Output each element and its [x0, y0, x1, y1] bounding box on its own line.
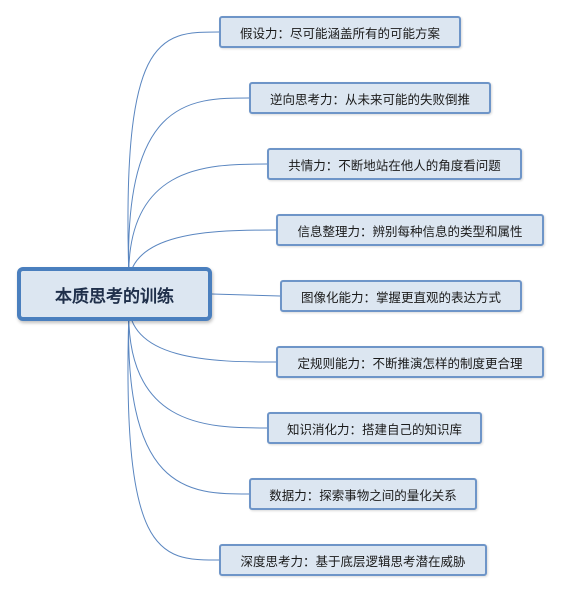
- connector-line: [127, 31, 220, 295]
- connector-line: [128, 293, 250, 495]
- topic-visualization[interactable]: 图像化能力：掌握更直观的表达方式: [280, 280, 522, 312]
- topic-assumption[interactable]: 假设力：尽可能涵盖所有的可能方案: [219, 16, 461, 48]
- connector-line: [128, 163, 268, 295]
- connector-line: [211, 293, 281, 297]
- topic-rule-making[interactable]: 定规则能力：不断推演怎样的制度更合理: [276, 346, 544, 378]
- topic-empathy[interactable]: 共情力：不断地站在他人的角度看问题: [267, 148, 522, 180]
- central-topic[interactable]: 本质思考的训练: [17, 267, 212, 321]
- topic-data-ability[interactable]: 数据力：探索事物之间的量化关系: [249, 478, 477, 510]
- topic-reverse-thinking[interactable]: 逆向思考力：从未来可能的失败倒推: [249, 82, 491, 114]
- topic-information-organizing[interactable]: 信息整理力：辨别每种信息的类型和属性: [276, 214, 544, 246]
- connector-line: [128, 293, 268, 429]
- topic-deep-thinking[interactable]: 深度思考力：基于底层逻辑思考潜在威胁: [219, 544, 487, 576]
- connector-line: [128, 97, 250, 295]
- topic-knowledge-digestion[interactable]: 知识消化力：搭建自己的知识库: [267, 412, 482, 444]
- connector-line: [127, 293, 220, 561]
